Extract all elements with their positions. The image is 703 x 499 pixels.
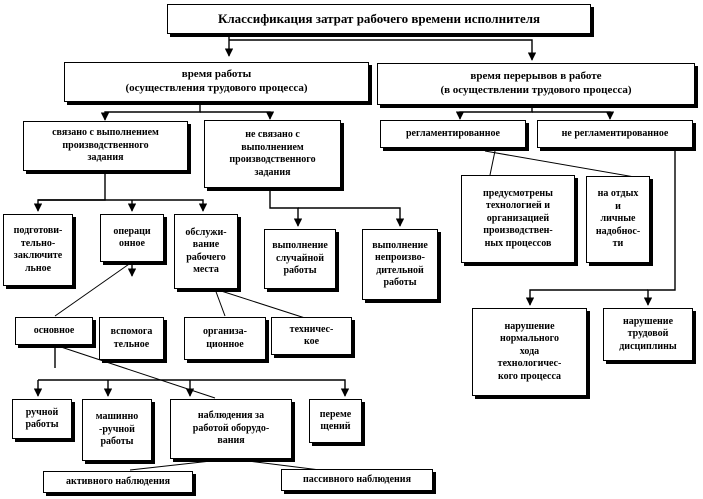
work-time-box: время работы (осуществления трудового пр… [64, 62, 369, 102]
manual-work-box: ручной работы [12, 399, 72, 439]
rest-personal-needs-box: на отдых и личные надобнос- ти [586, 176, 650, 263]
unrelated-to-task-box: не связано с выполнением производственно… [204, 120, 341, 188]
basic-box: основное [15, 317, 93, 345]
auxiliary-box: вспомога тельное [99, 317, 164, 360]
unregulated-box: не регламентированное [537, 120, 693, 148]
root-title-box: Классификация затрат рабочего времени ис… [167, 4, 591, 34]
transitions-box: переме щений [309, 399, 362, 443]
active-watch-box: активного наблюдения [43, 471, 193, 493]
technical-box: техничес- кое [271, 317, 352, 355]
break-time-box: время перерывов в работе (в осуществлени… [377, 63, 695, 105]
passive-watch-box: пассивного наблюдения [281, 469, 433, 491]
violation-discipline-box: нарушение трудовой дисциплины [603, 308, 693, 361]
tech-org-provided-box: предусмотрены технологией и организацией… [461, 175, 575, 263]
regulated-box: регламентированное [380, 120, 526, 148]
related-to-task-box: связано с выполнением производственного … [23, 121, 188, 171]
machine-manual-work-box: машинно -ручной работы [82, 399, 152, 461]
prep-final-box: подготови- тельно- заключите льное [3, 214, 73, 286]
random-work-box: выполнение случайной работы [264, 229, 336, 289]
workplace-service-box: обслужи- вание рабочего места [174, 214, 238, 289]
equipment-watch-box: наблюдения за работой оборудо- вания [170, 399, 292, 459]
nonproductive-work-box: выполнение непроизво- дительной работы [362, 229, 438, 300]
organizational-box: организа- ционное [184, 317, 266, 360]
violation-process-box: нарушение нормального хода технологичес-… [472, 308, 587, 396]
operational-box: операци онное [100, 214, 164, 262]
